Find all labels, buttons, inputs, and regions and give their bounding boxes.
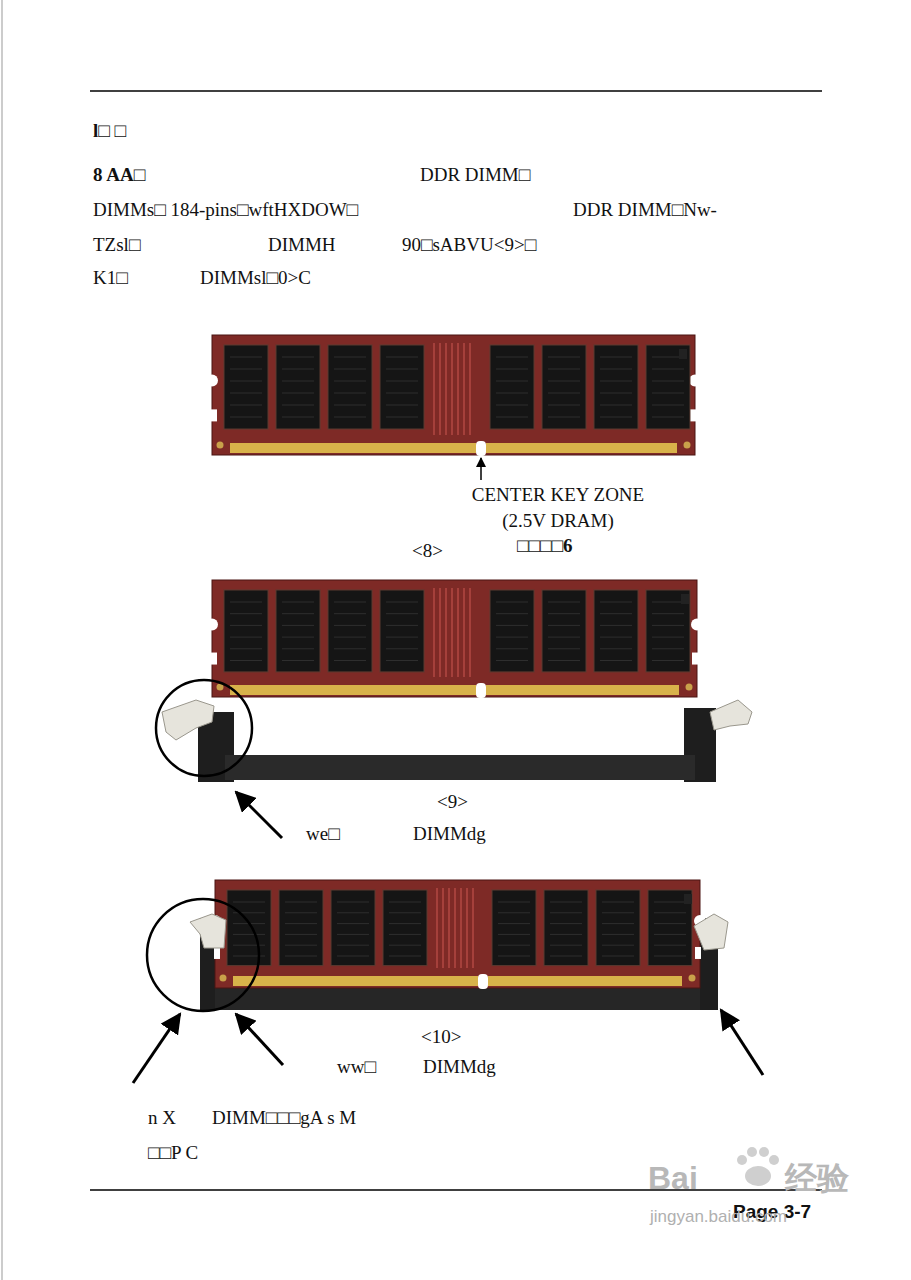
note-text: □□P C xyxy=(148,1142,198,1164)
rule-line xyxy=(90,1189,822,1191)
body-text: DIMMsl□0>C xyxy=(200,267,311,289)
figure-caption: DIMMdg xyxy=(413,823,486,845)
pointer-arrow xyxy=(721,1010,763,1075)
callout-label: CENTER KEY ZONE xyxy=(472,484,644,506)
figure-number: <10> xyxy=(421,1026,461,1048)
pointer-arrow xyxy=(480,458,482,480)
body-text: DIMMs□ 184-pins□wftHXDOW□ xyxy=(93,199,358,221)
figure-caption: we□ xyxy=(306,823,340,845)
callout-label: (2.5V DRAM) xyxy=(502,510,614,532)
ram-module xyxy=(206,335,701,456)
figure-caption: DIMMdg xyxy=(423,1056,496,1078)
latch-clip xyxy=(162,700,214,740)
ram-module xyxy=(209,880,706,989)
body-text: DIMMH xyxy=(268,234,336,256)
body-text: DDR DIMM□Nw- xyxy=(573,199,717,221)
section-heading: l□ □ xyxy=(93,120,126,142)
highlight-circle xyxy=(147,899,259,1011)
latch-clip xyxy=(710,700,752,730)
watermark: jingyan.baidu.com xyxy=(650,1206,787,1228)
ram-module xyxy=(206,580,703,698)
body-text: TZsl□ xyxy=(93,234,140,256)
pointer-arrow xyxy=(133,1014,180,1083)
figure-number: <8> xyxy=(412,540,443,562)
figure-caption: ww□ xyxy=(337,1056,376,1078)
rule-line xyxy=(90,90,822,92)
body-text: 90□sABVU<9>□ xyxy=(402,234,536,256)
latch-clip xyxy=(694,914,728,950)
latch-clip xyxy=(190,914,226,948)
body-text: K1□ xyxy=(93,267,128,289)
pointer-arrow xyxy=(236,792,282,838)
figure-caption: □□□□6 xyxy=(517,535,572,557)
body-text: 8 AA□ xyxy=(93,164,145,186)
highlight-circle xyxy=(156,680,252,776)
dimm-slot xyxy=(198,708,716,782)
note-text: n X xyxy=(148,1107,176,1129)
watermark: 经验 xyxy=(785,1160,849,1196)
body-text: DDR DIMM□ xyxy=(420,164,530,186)
page-edge xyxy=(2,0,3,1280)
pointer-arrow xyxy=(236,1014,283,1065)
note-text: DIMM□□□gA s M xyxy=(212,1107,356,1129)
watermark: Bai xyxy=(648,1160,698,1196)
watermark-paw xyxy=(737,1147,779,1186)
figure-number: <9> xyxy=(437,791,468,813)
